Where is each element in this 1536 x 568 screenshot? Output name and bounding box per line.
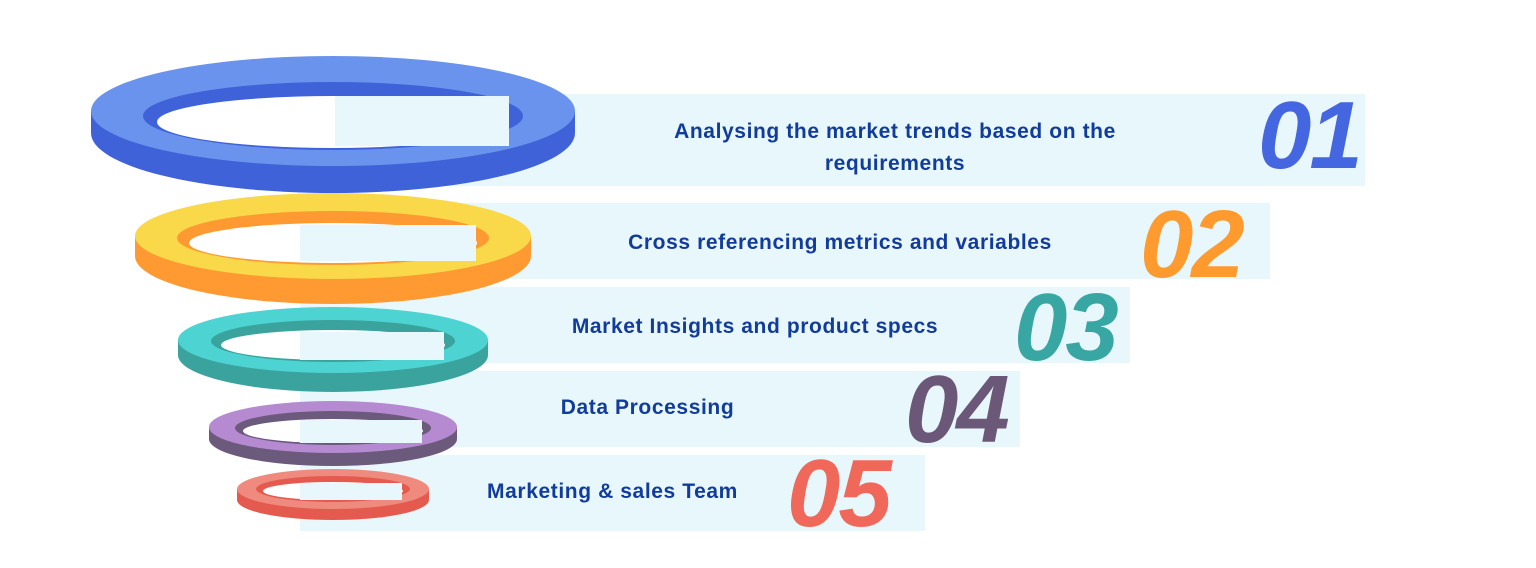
ring-2 [135,193,531,304]
ring-4 [209,401,457,466]
ring-5-band-peek [300,483,402,500]
ring-5 [237,469,429,520]
step-3-number: 03 [1014,274,1119,381]
step-2-number: 02 [1140,191,1245,298]
ring-3-band-peek [300,332,444,360]
step-2-text: Cross referencing metrics and variables [628,231,1052,254]
step-4-text: Data Processing [560,396,735,419]
step-1-number: 01 [1258,82,1363,189]
step-4-number: 04 [905,356,1010,463]
ring-2-band-peek [300,225,476,261]
step-5-text: Marketing & sales Team [487,480,738,503]
ring-1 [91,56,575,193]
step-1-text: Analysing the market trends based on the… [674,120,1116,175]
ring-3 [178,307,488,392]
step-5-number: 05 [787,440,892,547]
step-3-text: Market Insights and product specs [571,315,939,338]
ring-1-band-peek [335,96,509,146]
ring-4-band-peek [300,420,422,443]
